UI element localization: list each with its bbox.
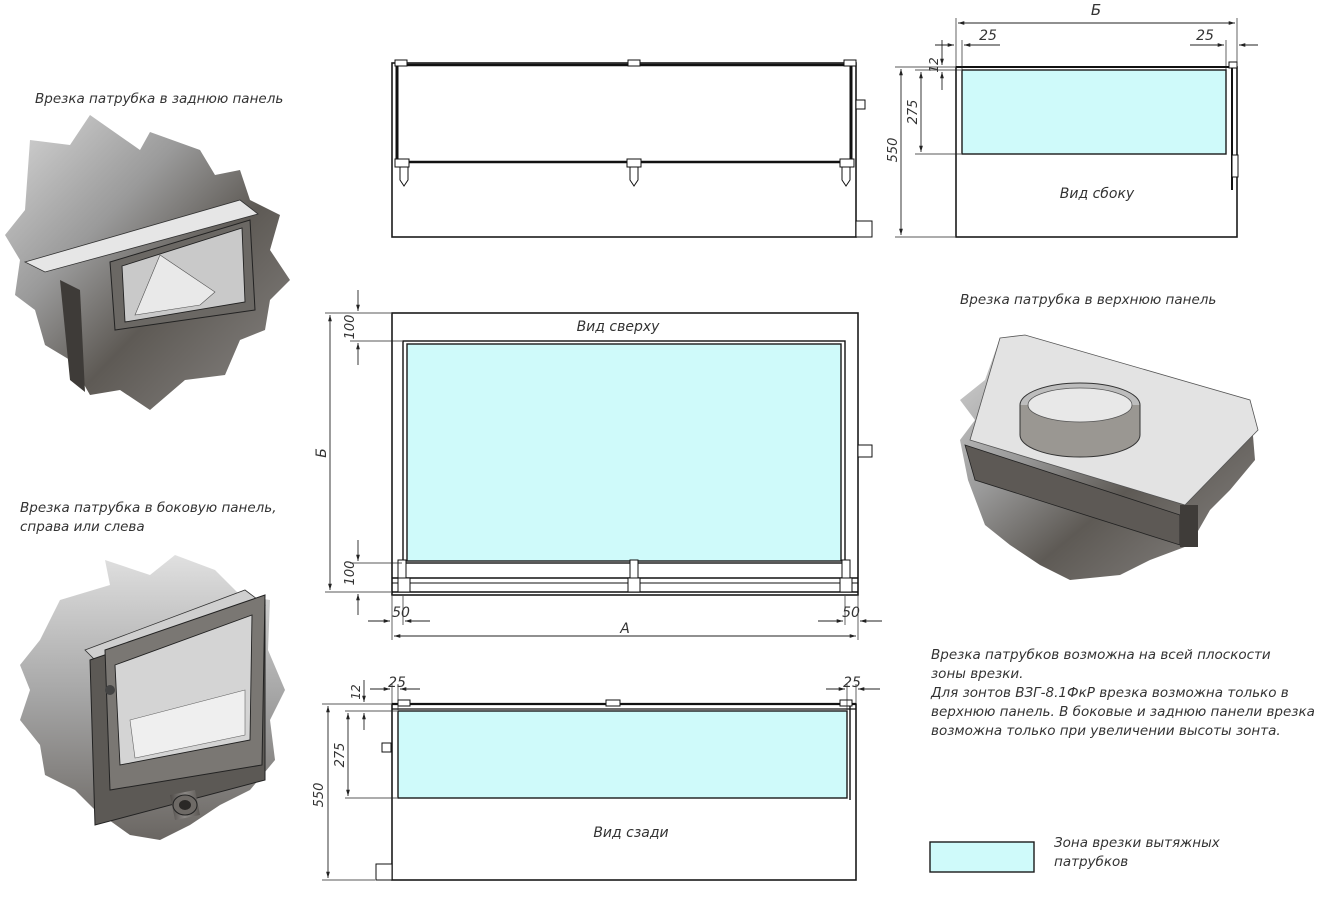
side-gap-label: 12 xyxy=(927,57,941,72)
top-height-label: Б xyxy=(314,448,330,458)
legend-line-2: патрубков xyxy=(1054,854,1129,870)
note-line-2: зоны врезки. xyxy=(931,666,1024,682)
note-line-5: возможна только при увеличении высоты зо… xyxy=(931,723,1281,739)
top-width-label: А xyxy=(619,621,630,637)
back-total-height-label: 550 xyxy=(312,783,327,808)
side-margin-left-label: 25 xyxy=(979,28,997,44)
back-view-title: Вид сзади xyxy=(593,825,668,841)
side-width-label: Б xyxy=(1091,1,1101,19)
top-margin-bottom-label: 100 xyxy=(343,561,358,586)
side-margin-right-label: 25 xyxy=(1196,28,1214,44)
front-view xyxy=(391,59,873,238)
caption-rear-panel: Врезка патрубка в заднюю панель xyxy=(35,91,284,107)
legend-line-1: Зона врезки вытяжных xyxy=(1054,835,1220,851)
top-view-title: Вид сверху xyxy=(577,319,661,335)
note-line-1: Врезка патрубков возможна на всей плоско… xyxy=(931,647,1271,663)
side-view-title: Вид сбоку xyxy=(1060,186,1135,202)
back-view xyxy=(322,680,880,881)
top-margin-left-label: 50 xyxy=(392,605,410,621)
side-view xyxy=(895,18,1258,238)
iso-view-rear-panel xyxy=(5,115,290,410)
side-view-cut-zone xyxy=(961,69,1227,155)
back-view-cut-zone xyxy=(397,710,848,799)
top-view-cut-zone xyxy=(406,343,842,562)
top-view xyxy=(325,290,882,640)
back-gap-label: 12 xyxy=(349,684,363,699)
note-line-3: Для зонтов ВЗГ-8.1ФкР врезка возможна то… xyxy=(931,685,1289,701)
note-block: Врезка патрубков возможна на всей плоско… xyxy=(931,646,1315,741)
note-line-4: верхнюю панель. В боковые и заднюю панел… xyxy=(931,704,1315,720)
iso-view-top-panel xyxy=(960,334,1259,580)
top-margin-top-label: 100 xyxy=(343,315,358,340)
back-zone-height-label: 275 xyxy=(333,743,348,768)
back-margin-left-label: 25 xyxy=(388,675,406,691)
side-total-height-label: 550 xyxy=(886,138,901,163)
caption-side-panel-line2: справа или слева xyxy=(20,519,145,535)
back-margin-right-label: 25 xyxy=(843,675,861,691)
legend-swatch xyxy=(929,841,1035,873)
caption-side-panel-line1: Врезка патрубка в боковую панель, xyxy=(20,500,277,516)
iso-view-side-panel xyxy=(20,555,285,840)
caption-top-panel: Врезка патрубка в верхнюю панель xyxy=(960,292,1217,308)
top-margin-right-label: 50 xyxy=(842,605,860,621)
side-zone-height-label: 275 xyxy=(906,100,921,125)
